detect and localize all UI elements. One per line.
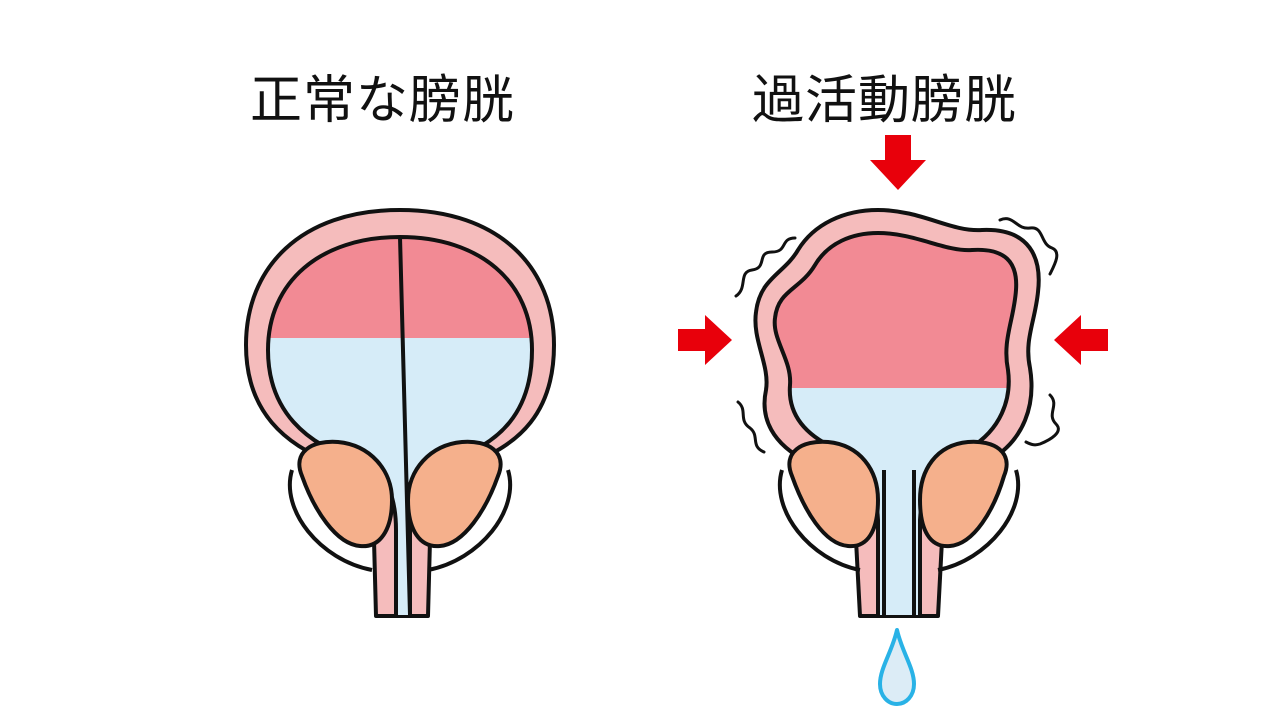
- squeeze-arrow-right: [1054, 315, 1108, 365]
- overactive-prostate-right: [917, 439, 1009, 549]
- overactive-bladder-inner-outline: [772, 231, 1019, 615]
- normal-bladder: [244, 208, 556, 618]
- squeeze-arrow-top: [870, 135, 926, 190]
- squiggle-line-icon: [734, 217, 1060, 454]
- tremor-top-right: [998, 217, 1059, 276]
- tremor-bottom-right: [1024, 393, 1060, 447]
- overactive-prostate-capsule: [778, 469, 1020, 572]
- water-drop-icon: [878, 628, 916, 706]
- normal-prostate-right: [405, 439, 503, 549]
- normal-prostate-capsule: [288, 469, 512, 572]
- tremor-bottom-left: [736, 400, 766, 454]
- red-arrow-icon: [678, 135, 1108, 365]
- overactive-urethra: [882, 470, 916, 615]
- normal-prostate-left: [297, 439, 395, 549]
- normal-bladder-title: 正常な膀胱: [250, 71, 516, 131]
- tremor-top-left: [734, 236, 797, 298]
- squeeze-arrow-left: [678, 315, 732, 365]
- overactive-bladder: [678, 135, 1108, 706]
- overactive-prostate-left: [787, 439, 881, 549]
- overactive-bladder-title: 過活動膀胱: [752, 71, 1018, 131]
